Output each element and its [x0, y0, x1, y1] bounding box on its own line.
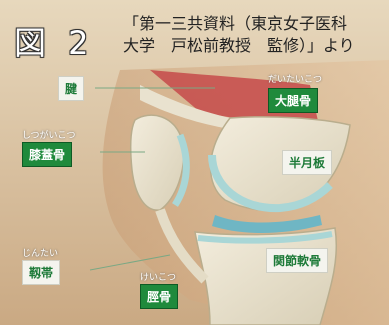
label-jintai: 靱帯: [22, 260, 60, 285]
ruby-jintai: じんたい: [22, 246, 58, 259]
label-shitsugaikotsu: 膝蓋骨: [22, 142, 72, 167]
figure-label: 図 2: [14, 18, 95, 64]
ruby-keikotsu: けいこつ: [140, 270, 176, 283]
source-note-line1: 「第一三共資料（東京女子医科: [123, 14, 347, 34]
source-note-line2: 大学 戸松前教授 監修）」より: [123, 36, 355, 56]
ruby-shitsugaikotsu: しつがいこつ: [22, 128, 75, 141]
label-ken: 腱: [58, 76, 84, 101]
label-kansetsunankotsu: 関節軟骨: [266, 248, 328, 273]
label-keikotsu: 脛骨: [140, 284, 178, 309]
label-hangetsuban: 半月板: [282, 150, 332, 175]
label-daitaikotsu: 大腿骨: [268, 88, 318, 113]
ruby-daitaikotsu: だいたいこつ: [268, 72, 322, 85]
